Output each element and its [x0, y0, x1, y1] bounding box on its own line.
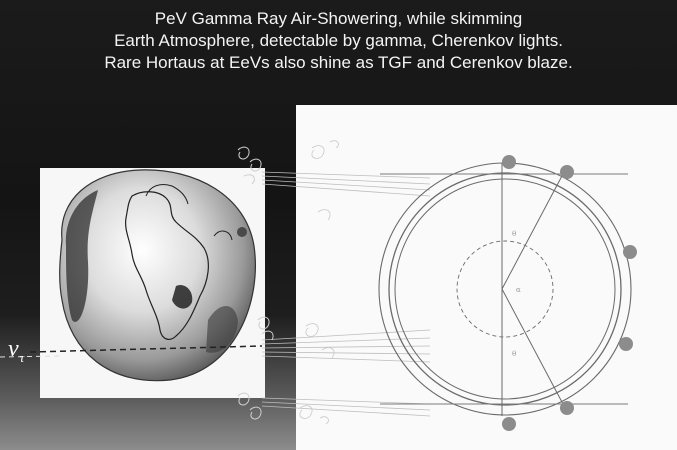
radial-lines: [501, 163, 564, 416]
detector-dots: [502, 155, 637, 431]
detector-dot-icon: [619, 337, 633, 351]
earth-globe-icon: [59, 169, 256, 382]
svg-text:α: α: [516, 286, 521, 294]
neutrino-track-extension: [0, 355, 61, 358]
geometry-panel: [296, 105, 677, 450]
neutrino-symbol: ν: [8, 336, 19, 362]
earth-cross-section: [378, 162, 632, 416]
detector-dot-icon: [560, 165, 574, 179]
detector-dot-icon: [560, 401, 574, 415]
air-shower-swirl-icon: [237, 146, 274, 420]
neutrino-track: [29, 345, 263, 353]
angle-marks: θ α θ: [512, 230, 521, 358]
neutrino-subscript: τ: [19, 350, 25, 365]
detector-dot-icon: [623, 245, 637, 259]
horizon-lines: [380, 173, 628, 405]
title-line-3: Rare Hortaus at EeVs also shine as TGF a…: [104, 53, 573, 72]
shower-rays: [261, 171, 431, 417]
detector-dot-icon: [502, 417, 516, 431]
faded-swirls: [299, 140, 339, 425]
title-line-2: Earth Atmosphere, detectable by gamma, C…: [114, 31, 563, 50]
title-line-1: PeV Gamma Ray Air-Showering, while skimm…: [154, 9, 523, 28]
detector-dot-icon: [502, 155, 516, 169]
slide-title: PeV Gamma Ray Air-Showering, while skimm…: [0, 8, 677, 74]
svg-text:θ: θ: [512, 230, 516, 238]
neutrino-tau-label: ντ: [8, 336, 24, 366]
svg-text:θ: θ: [512, 350, 516, 358]
